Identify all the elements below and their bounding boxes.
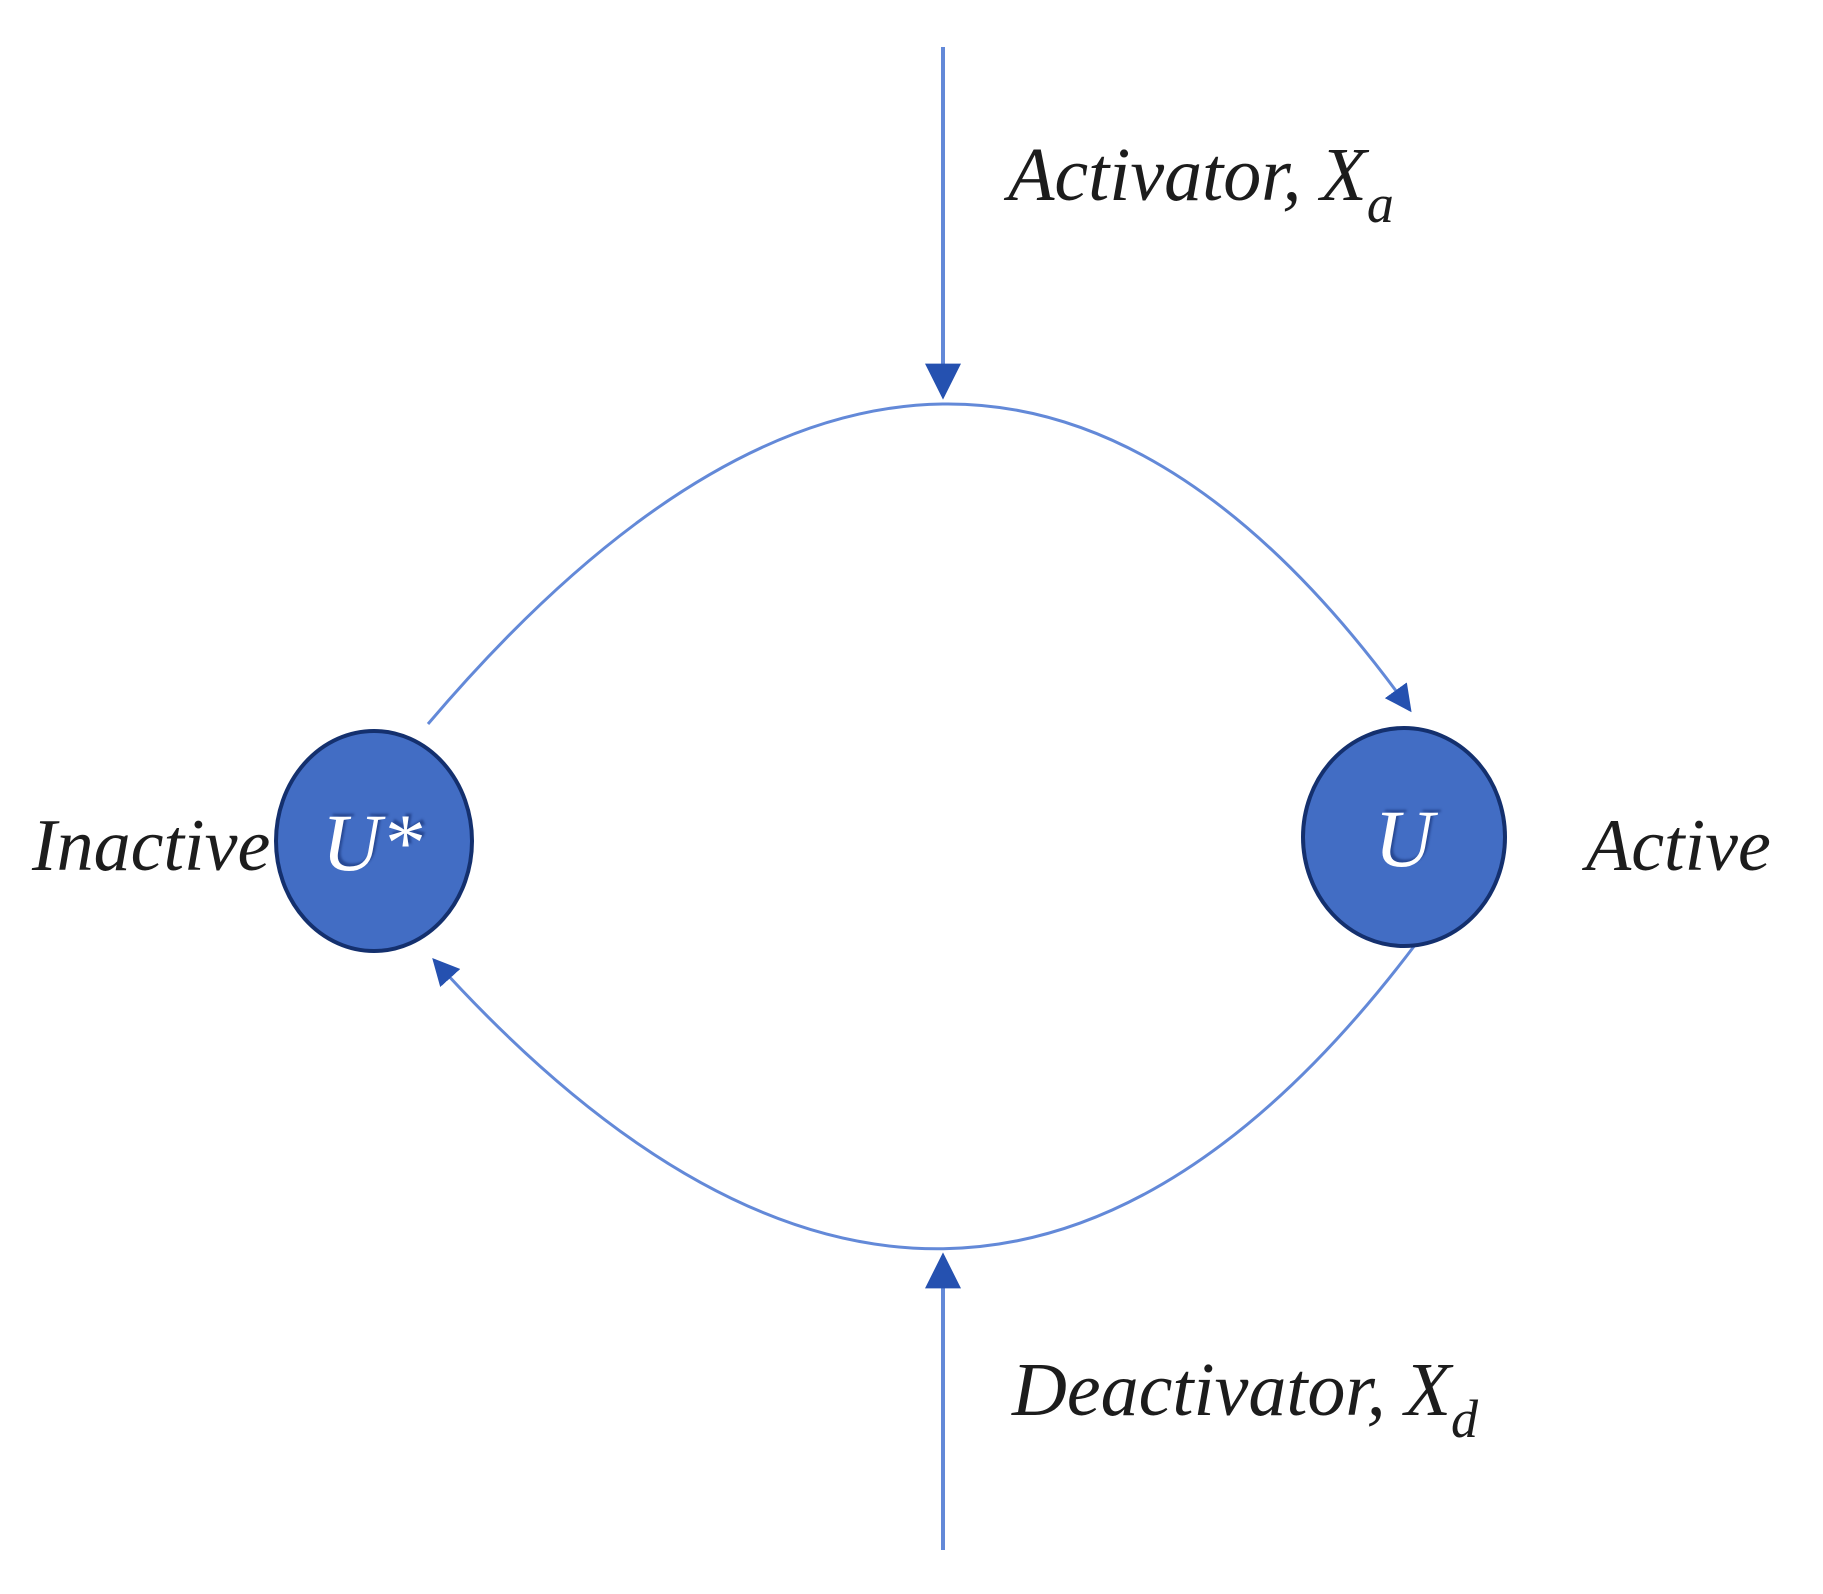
inactive-node-symbol: U* (322, 797, 422, 888)
cycle-top-arc-activation (426, 402, 1412, 725)
inactive-node (274, 729, 474, 953)
deactivator-label-main: Deactivator, X (1011, 1348, 1454, 1432)
inactive-state-label: Inactive (31, 805, 270, 887)
deactivator-label-subscript: d (1451, 1389, 1479, 1449)
active-node-symbol: U (1374, 793, 1438, 884)
deactivator-label: Deactivator, Xd (1011, 1348, 1479, 1449)
activator-label: Activator, Xa (1003, 133, 1394, 234)
activator-label-main: Activator, X (1003, 133, 1369, 217)
activator-label-subscript: a (1367, 174, 1394, 234)
active-node (1301, 726, 1507, 948)
active-state-label: Active (1581, 805, 1771, 887)
cycle-bottom-arc-deactivation (432, 944, 1417, 1251)
